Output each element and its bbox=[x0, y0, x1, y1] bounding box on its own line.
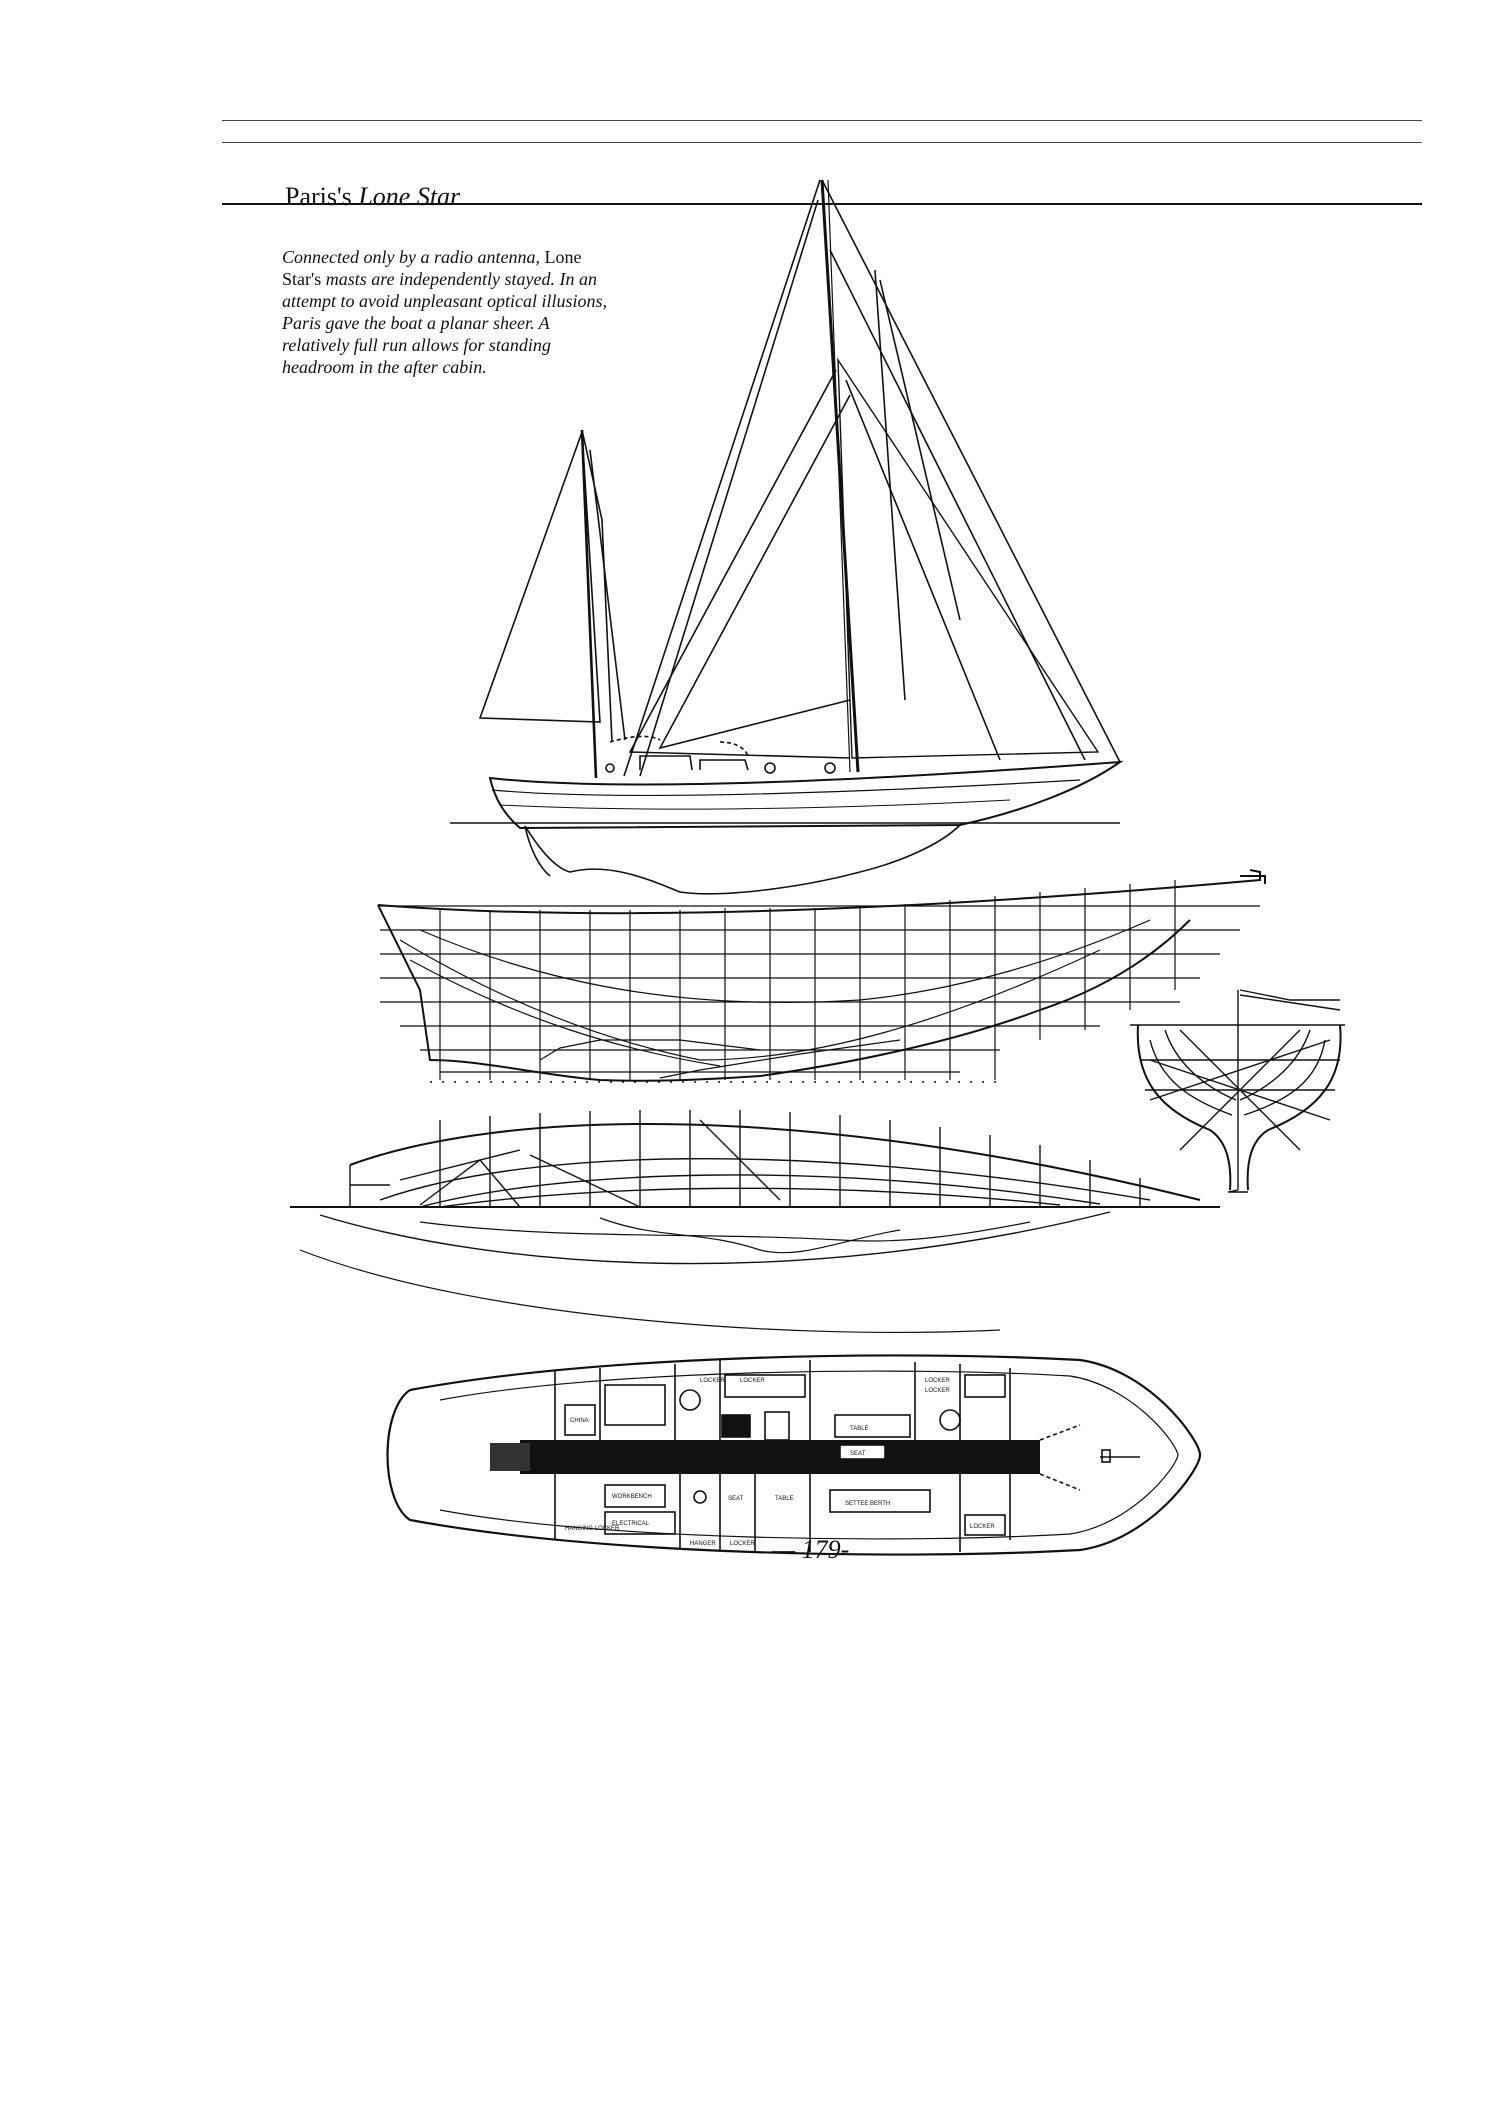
cabin-label-locker-6: LOCKER bbox=[730, 1541, 755, 1547]
cabin-label-locker-3: LOCKER bbox=[925, 1378, 950, 1384]
second-rule bbox=[222, 142, 1422, 143]
lines-profile bbox=[377, 869, 1266, 1083]
cabin-label-china: CHINA bbox=[570, 1418, 589, 1424]
cabin-label-table-2: TABLE bbox=[775, 1496, 794, 1502]
caption-part-3: masts are independently stayed. In an at… bbox=[282, 269, 607, 377]
cabin-label-seat-1: SEAT bbox=[850, 1451, 866, 1457]
body-plan bbox=[1130, 989, 1345, 1193]
cabin-labels: LOCKER LOCKER LOCKER LOCKER CHINA WORKBE… bbox=[565, 1378, 995, 1547]
caption-boat-name: Lone Star's bbox=[282, 247, 582, 289]
cabin-label-settee-berth: SETTEE BERTH bbox=[845, 1501, 890, 1507]
cabin-label-table-1: TABLE bbox=[850, 1426, 869, 1432]
cabin-label-hanging-locker: HANGING LOCKER bbox=[565, 1526, 620, 1532]
caption-part-1: Connected only by a radio antenna, bbox=[282, 247, 545, 267]
cabin-label-locker-4: LOCKER bbox=[925, 1388, 950, 1394]
cabin-label-locker-1: LOCKER bbox=[700, 1378, 725, 1384]
cabin-label-locker-5: LOCKER bbox=[970, 1524, 995, 1530]
page-number: — 179- bbox=[772, 1535, 850, 1564]
half-breadth-plan bbox=[290, 1110, 1220, 1334]
title-plain: Paris's bbox=[285, 182, 359, 211]
cabin-label-hanger: HANGER bbox=[690, 1541, 716, 1547]
figure-caption: Connected only by a radio antenna, Lone … bbox=[282, 246, 612, 378]
cabin-label-workbench: WORKBENCH bbox=[612, 1494, 652, 1500]
page-title: Paris's Lone Star bbox=[285, 182, 460, 212]
accommodation-plan bbox=[386, 1354, 1202, 1556]
title-italic: Lone Star bbox=[358, 182, 461, 211]
cabin-label-seat-2: SEAT bbox=[728, 1496, 744, 1502]
cabin-label-locker-2: LOCKER bbox=[740, 1378, 765, 1384]
sail-plan bbox=[450, 179, 1124, 895]
top-rule bbox=[222, 120, 1422, 121]
cabin-label-electrical: ELECTRICAL bbox=[612, 1521, 650, 1527]
